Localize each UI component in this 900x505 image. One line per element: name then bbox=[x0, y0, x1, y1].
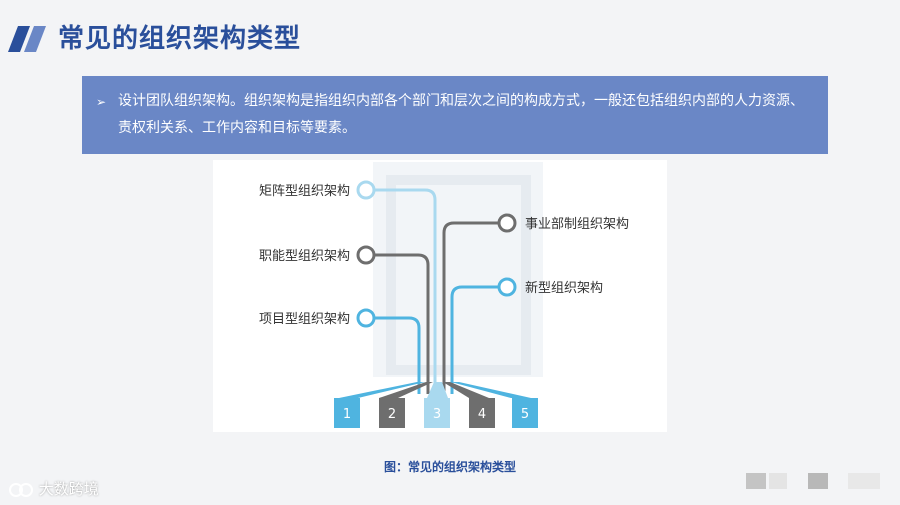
number-block-1 bbox=[334, 398, 360, 428]
figure-caption: 图：常见的组织架构类型 bbox=[383, 460, 516, 474]
number-block-4 bbox=[469, 398, 495, 428]
intro-text: 设计团队组织架构。组织架构是指组织内部各个部门和层次之间的构成方式，一般还包括组… bbox=[118, 93, 804, 136]
org-types-figure: 1 2 3 4 5 矩阵型组织架构 职能型组织架构 项目型组织架构 事业部制组织… bbox=[213, 160, 667, 432]
label-new-type: 新型组织架构 bbox=[525, 280, 603, 296]
label-divisional: 事业部制组织架构 bbox=[525, 217, 629, 232]
watermark: 大数跨境 bbox=[8, 478, 99, 499]
label-matrix: 矩阵型组织架构 bbox=[259, 184, 350, 199]
line-project bbox=[373, 316, 421, 394]
double-slash-icon bbox=[8, 26, 46, 52]
number-block-3 bbox=[424, 398, 450, 428]
number-5: 5 bbox=[521, 407, 529, 422]
number-block-5 bbox=[512, 398, 538, 428]
ribbon-5 bbox=[451, 382, 531, 398]
ribbon-3 bbox=[427, 382, 448, 398]
bullet-arrow-icon: ➢ bbox=[96, 95, 107, 109]
number-4: 4 bbox=[478, 407, 486, 422]
blurred-region-2 bbox=[769, 473, 787, 489]
label-project: 项目型组织架构 bbox=[259, 312, 350, 327]
node-project bbox=[356, 308, 376, 328]
background-frame bbox=[386, 175, 531, 375]
node-new-type bbox=[497, 277, 517, 297]
node-divisional bbox=[497, 213, 517, 233]
blurred-region-4 bbox=[848, 473, 880, 489]
node-matrix bbox=[356, 180, 376, 200]
line-matrix bbox=[373, 188, 437, 394]
line-divisional bbox=[442, 221, 499, 394]
ribbon-1 bbox=[339, 382, 425, 398]
title-bar: 常见的组织架构类型 bbox=[0, 0, 900, 70]
ribbon-2 bbox=[379, 382, 433, 398]
org-types-diagram: 1 2 3 4 5 矩阵型组织架构 职能型组织架构 项目型组织架构 事业部制组织… bbox=[259, 162, 629, 428]
ribbon-4 bbox=[443, 382, 489, 398]
number-1: 1 bbox=[343, 407, 351, 422]
number-2: 2 bbox=[388, 407, 396, 422]
line-functional bbox=[373, 253, 430, 394]
intro-box: ➢ 设计团队组织架构。组织架构是指组织内部各个部门和层次之间的构成方式，一般还包… bbox=[82, 76, 828, 154]
blurred-region-1 bbox=[746, 473, 766, 489]
watermark-text: 大数跨境 bbox=[38, 480, 99, 498]
page-title: 常见的组织架构类型 bbox=[58, 24, 302, 54]
line-new-type bbox=[450, 285, 499, 394]
number-block-2 bbox=[379, 398, 405, 428]
node-functional bbox=[356, 245, 376, 265]
background-graphic bbox=[373, 162, 543, 377]
chat-bubble-logo-icon bbox=[9, 482, 33, 497]
blurred-region-3 bbox=[808, 473, 828, 489]
label-functional: 职能型组织架构 bbox=[259, 249, 350, 264]
number-3: 3 bbox=[433, 407, 441, 422]
